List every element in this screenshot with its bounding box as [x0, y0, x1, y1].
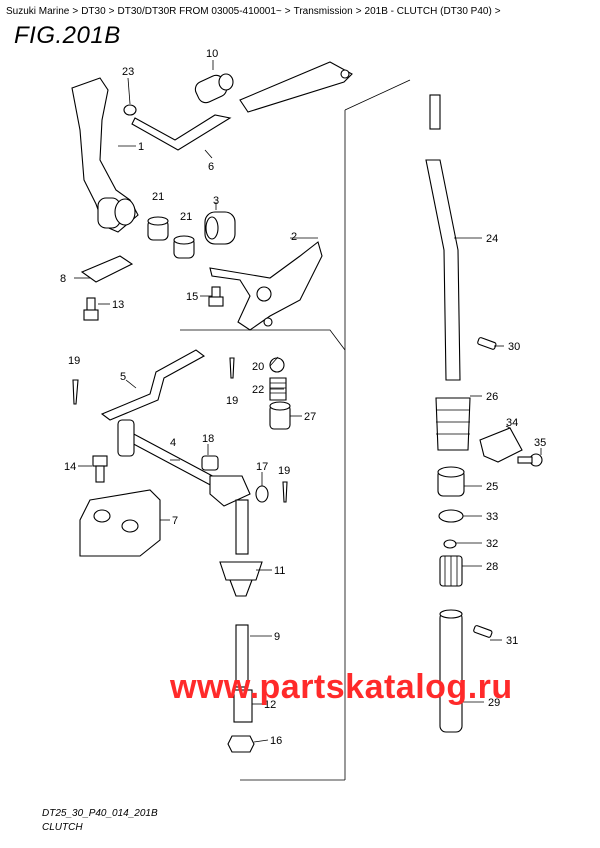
part-29-shaft[interactable]: [439, 609, 463, 733]
part-17-washer[interactable]: [255, 485, 269, 503]
callout-12[interactable]: 12: [264, 699, 276, 711]
callout-24[interactable]: 24: [486, 233, 498, 245]
part-12-coupling[interactable]: [233, 689, 253, 723]
callout-14[interactable]: 14: [64, 461, 76, 473]
part-1-clutch-lever[interactable]: [71, 77, 139, 233]
callout-30[interactable]: 30: [508, 341, 520, 353]
callout-16[interactable]: 16: [270, 735, 282, 747]
breadcrumb-separator: >: [355, 6, 362, 17]
callout-33[interactable]: 33: [486, 511, 498, 523]
part-5-link-plate[interactable]: [100, 349, 206, 421]
breadcrumb-item-dt30[interactable]: DT30: [81, 6, 106, 17]
part-6-rod[interactable]: [131, 114, 232, 151]
callout-35[interactable]: 35: [534, 437, 546, 449]
callout-19[interactable]: 19: [226, 395, 238, 407]
part-28-gear[interactable]: [439, 555, 463, 587]
frame-line: [180, 329, 346, 351]
callout-10[interactable]: 10: [206, 48, 218, 60]
callout-1[interactable]: 1: [138, 141, 144, 153]
frame-line: [344, 79, 411, 111]
callout-4[interactable]: 4: [170, 437, 176, 449]
part-34-bracket[interactable]: [479, 427, 523, 463]
leader-lines: [74, 60, 542, 743]
callout-28[interactable]: 28: [486, 561, 498, 573]
callout-7[interactable]: 7: [172, 515, 178, 527]
breadcrumb: Suzuki Marine>DT30>DT30/DT30R FROM 03005…: [6, 6, 596, 18]
breadcrumb-separator: >: [108, 6, 115, 17]
callout-17[interactable]: 17: [256, 461, 268, 473]
part-25-bushing[interactable]: [437, 466, 465, 497]
part-3-collar[interactable]: [204, 211, 236, 245]
callout-25[interactable]: 25: [486, 481, 498, 493]
part-14-bolt[interactable]: [92, 455, 108, 483]
part-24-rod[interactable]: [425, 94, 461, 381]
part-7-holder[interactable]: [79, 489, 161, 557]
callout-19[interactable]: 19: [68, 355, 80, 367]
callout-19[interactable]: 19: [278, 465, 290, 477]
part-31-pin[interactable]: [473, 625, 493, 638]
part-19-pin[interactable]: [282, 481, 288, 503]
callout-labels: 1 2 3 4 5 6 7 8 9 10 11 12 13 14 15 16 1…: [60, 48, 546, 747]
watermark: www.partskatalog.ru: [170, 668, 513, 706]
callout-20[interactable]: 20: [252, 361, 264, 373]
part-30-pin[interactable]: [477, 337, 497, 350]
callout-27[interactable]: 27: [304, 411, 316, 423]
callout-11[interactable]: 11: [274, 565, 285, 577]
callout-29[interactable]: 29: [488, 697, 500, 709]
callout-21[interactable]: 21: [180, 211, 192, 223]
figure-caption: CLUTCH: [42, 822, 83, 833]
callout-32[interactable]: 32: [486, 538, 498, 550]
part-27-sleeve[interactable]: [269, 401, 291, 430]
callout-21[interactable]: 21: [152, 191, 164, 203]
part-18-cam[interactable]: [201, 455, 219, 471]
drawing-code: DT25_30_P40_014_201B: [42, 808, 158, 819]
breadcrumb-separator: >: [284, 6, 291, 17]
part-21-bushing[interactable]: [147, 216, 169, 241]
part-19-pin[interactable]: [72, 379, 79, 405]
part-23-clip[interactable]: [123, 104, 137, 116]
breadcrumb-item-model[interactable]: DT30/DT30R FROM 03005-410001~: [117, 6, 282, 17]
part-10-rod-end[interactable]: [193, 73, 234, 106]
callout-13[interactable]: 13: [112, 299, 124, 311]
breadcrumb-trailing-separator: >: [494, 6, 501, 17]
breadcrumb-item-suzuki-marine[interactable]: Suzuki Marine: [6, 6, 70, 17]
part-9-rod[interactable]: [235, 624, 249, 688]
part-35-screw[interactable]: [517, 453, 543, 467]
figure-title: FIG.201B: [14, 22, 121, 49]
breadcrumb-separator: >: [72, 6, 79, 17]
part-13-bolt[interactable]: [83, 297, 99, 321]
part-19-pin[interactable]: [229, 357, 235, 379]
callout-2[interactable]: 2: [291, 231, 297, 243]
part-8-plate[interactable]: [80, 255, 134, 283]
part-21-bushing[interactable]: [173, 235, 195, 259]
callout-3[interactable]: 3: [213, 195, 219, 207]
part-16-nut[interactable]: [227, 735, 255, 753]
part-33-o-ring[interactable]: [438, 509, 464, 523]
callout-9[interactable]: 9: [274, 631, 280, 643]
callout-8[interactable]: 8: [60, 273, 66, 285]
part-11-clutch-rod-joint[interactable]: [219, 499, 263, 597]
part-32-washer[interactable]: [443, 539, 457, 549]
part-26-boot[interactable]: [435, 397, 471, 451]
breadcrumb-item-transmission[interactable]: Transmission: [293, 6, 353, 17]
callout-22[interactable]: 22: [252, 384, 264, 396]
callout-18[interactable]: 18: [202, 433, 214, 445]
callout-15[interactable]: 15: [186, 291, 198, 303]
part-15-bolt[interactable]: [208, 286, 224, 307]
part-20-ball[interactable]: [269, 357, 285, 373]
breadcrumb-item-clutch[interactable]: 201B - CLUTCH (DT30 P40): [364, 6, 492, 17]
callout-31[interactable]: 31: [506, 635, 518, 647]
callout-6[interactable]: 6: [208, 161, 214, 173]
shift-rod[interactable]: [239, 61, 353, 113]
callout-26[interactable]: 26: [486, 391, 498, 403]
part-2-shift-lever[interactable]: [209, 241, 323, 331]
callout-23[interactable]: 23: [122, 66, 134, 78]
callout-5[interactable]: 5: [120, 371, 126, 383]
callout-34[interactable]: 34: [506, 417, 518, 429]
